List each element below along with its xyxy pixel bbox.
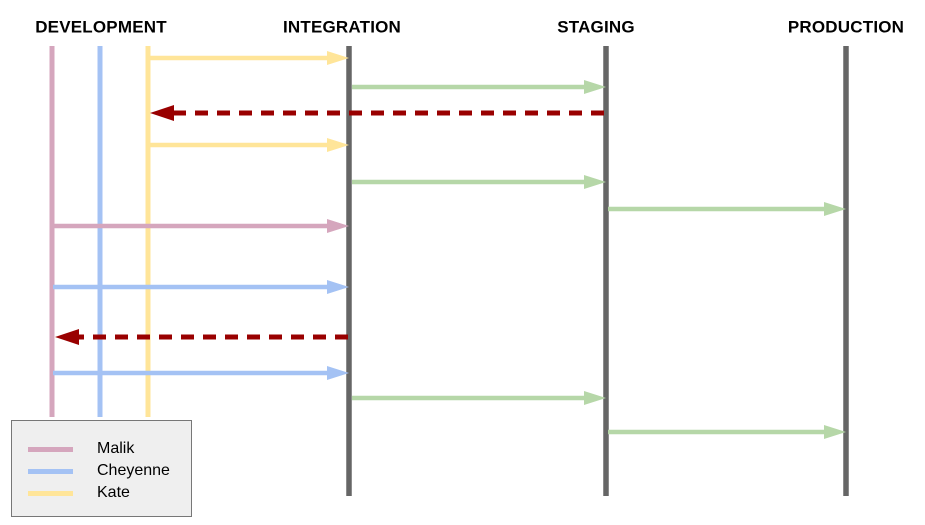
env-label-development: DEVELOPMENT — [35, 18, 167, 37]
arrow-staging-to-production-2 — [608, 425, 846, 439]
arrowhead — [327, 138, 349, 152]
legend-item-kate: Kate — [12, 482, 191, 504]
arrowhead — [55, 329, 79, 345]
arrow-cheyenne-dev-to-integration-1 — [53, 280, 349, 294]
arrow-staging-to-production-1 — [608, 202, 846, 216]
env-label-staging: STAGING — [557, 18, 635, 37]
arrowhead — [824, 202, 846, 216]
env-label-integration: INTEGRATION — [283, 18, 401, 37]
legend-swatch-malik — [28, 446, 73, 452]
env-label-production: PRODUCTION — [788, 18, 904, 37]
arrowhead — [150, 105, 174, 121]
arrowhead — [327, 219, 349, 233]
legend-swatch-kate — [28, 490, 73, 496]
legend-label: Cheyenne — [97, 462, 170, 479]
arrowhead — [584, 391, 606, 405]
arrow-kate-dev-to-integration-1 — [148, 51, 349, 65]
arrow-staging-reject-to-kate — [150, 105, 604, 121]
arrowhead — [584, 175, 606, 189]
arrow-integration-to-staging-2 — [352, 175, 606, 189]
legend-item-cheyenne: Cheyenne — [12, 460, 191, 482]
legend-swatch-cheyenne — [28, 468, 73, 474]
arrowhead — [824, 425, 846, 439]
legend-item-malik: Malik — [12, 438, 191, 460]
arrow-malik-dev-to-integration — [52, 219, 349, 233]
arrowhead — [584, 80, 606, 94]
arrow-integration-to-staging-3 — [352, 391, 606, 405]
legend-label: Kate — [97, 484, 130, 501]
arrowhead — [327, 366, 349, 380]
arrow-integration-reject-to-malik — [55, 329, 348, 345]
arrow-cheyenne-dev-to-integration-2 — [53, 366, 349, 380]
legend-label: Malik — [97, 440, 135, 457]
arrowhead — [327, 280, 349, 294]
arrow-kate-dev-to-integration-2 — [148, 138, 349, 152]
arrowhead — [327, 51, 349, 65]
arrow-integration-to-staging-1 — [352, 80, 606, 94]
